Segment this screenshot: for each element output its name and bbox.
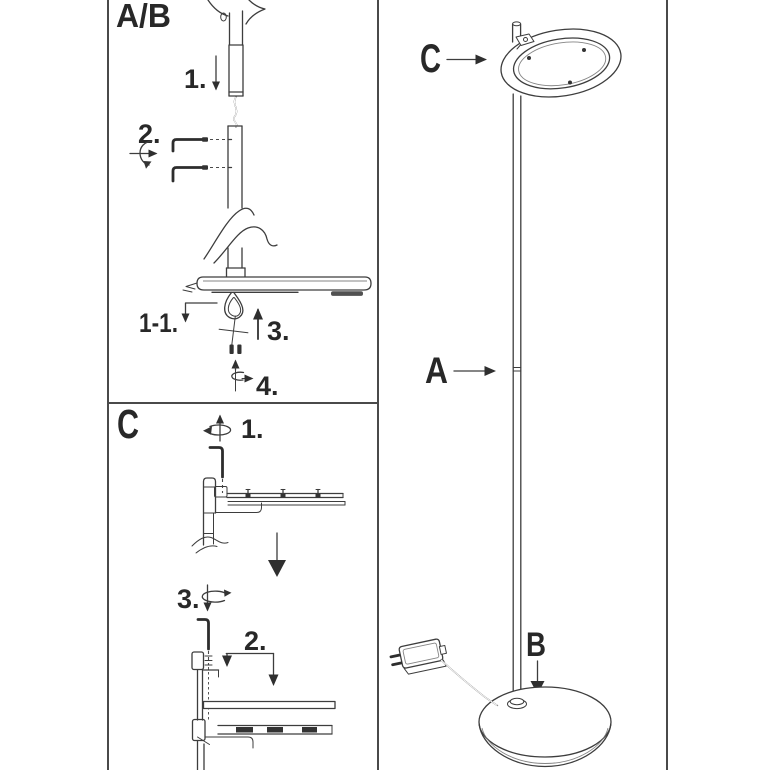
plug-prong	[389, 653, 401, 659]
allen-key-icon	[196, 618, 210, 665]
pole-break-squiggle	[191, 536, 229, 547]
screw-upward-icon	[231, 366, 254, 392]
hinge-joint	[515, 33, 535, 46]
plug-prong	[391, 661, 403, 667]
screw-marks	[245, 488, 321, 494]
screw-cross-drawing	[218, 315, 249, 347]
lamp-overview: C A	[389, 21, 622, 768]
pole-top-drawing	[207, 0, 266, 209]
screw-hole-dot	[527, 56, 531, 60]
cable-loop-drawing	[224, 291, 244, 320]
base-left-catch	[185, 282, 198, 290]
head-detached-side-view: 2.	[191, 626, 336, 770]
panel-ab-title: A/B	[116, 0, 171, 34]
lamp-head-drawing	[500, 21, 622, 98]
power-adapter-plug	[389, 638, 499, 707]
allen-key-icon	[171, 137, 226, 153]
panel-c: C 1.	[117, 401, 346, 770]
step-2-label: 2.	[244, 626, 267, 656]
lamp-base-drawing	[478, 686, 612, 768]
step-3-label: 3.	[267, 316, 290, 346]
rotate-about-horizontal-axis-icon	[129, 140, 158, 169]
callout-arrow	[181, 302, 218, 323]
head-mount-side-view	[191, 477, 346, 554]
pole-break-squiggle	[203, 207, 278, 264]
panel-borders	[107, 0, 668, 770]
connector-pin	[229, 344, 234, 354]
base-label: B	[526, 626, 546, 664]
panel-c-title: C	[117, 401, 139, 447]
screw-hole-dot	[582, 48, 586, 52]
insert-arrows	[222, 652, 279, 686]
base-foot	[331, 291, 363, 296]
base-side-view-drawing	[182, 267, 372, 296]
step-3-label: 3.	[177, 584, 200, 614]
unscrew-icon	[203, 414, 232, 442]
head-label: C	[420, 37, 441, 81]
step-1-1-label: 1-1.	[139, 308, 178, 338]
step-1-label: 1.	[184, 64, 207, 94]
step-4-label: 4.	[256, 371, 279, 401]
connector-pin	[237, 344, 242, 354]
pole-label: A	[425, 350, 448, 391]
power-cable	[440, 659, 499, 707]
lamp-pole-drawing	[512, 93, 522, 703]
screw-hole-dot	[568, 80, 572, 85]
panel-ab: A/B 1. 2.	[116, 0, 372, 401]
screw-downward-icon	[201, 584, 232, 612]
step-2-label: 2.	[138, 119, 161, 149]
step-1-label: 1.	[241, 414, 264, 444]
lamp-panel-plate	[202, 700, 336, 710]
allen-key-icon	[171, 165, 226, 183]
